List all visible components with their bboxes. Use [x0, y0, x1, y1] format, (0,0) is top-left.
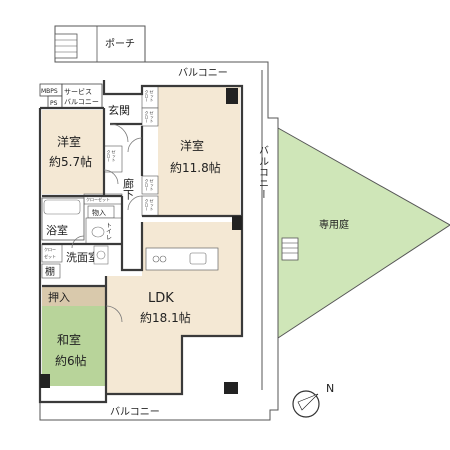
balcony-outline — [39, 61, 279, 421]
ldk-size: 約18.1帖 — [140, 310, 191, 325]
svg-text:ゼット: ゼット — [150, 198, 155, 211]
shelf: 棚 — [41, 263, 61, 279]
entrance-label: 玄関 — [108, 103, 130, 117]
western-room-2-name: 洋室 — [180, 138, 204, 153]
storage-label: 物入 — [92, 208, 106, 217]
ldk: LDK 約18.1帖 — [106, 222, 242, 394]
svg-text:ゼット: ゼット — [112, 149, 117, 162]
columns — [40, 88, 242, 394]
svg-text:ゼット: ゼット — [150, 110, 155, 123]
toilet: トイレ — [85, 217, 123, 245]
western-room-1-size: 約5.7帖 — [49, 154, 92, 169]
hallway: 廊下 — [122, 177, 135, 201]
balcony-top-label: バルコニー — [178, 67, 228, 79]
closets-west-2: クロー ゼット クロー ゼット クロー ゼット クロー ゼット — [141, 85, 159, 217]
closet-strip-label: クローゼット — [86, 196, 110, 202]
balcony-bottom-label: バルコニー — [110, 406, 160, 418]
toilet-label: トイレ — [105, 222, 112, 240]
porch-label: ポーチ — [105, 38, 135, 50]
western-room-1: 洋室 約5.7帖 — [42, 110, 104, 194]
service-balcony-label-1: サービス — [64, 87, 92, 96]
japanese-room: 和室 約6帖 — [42, 306, 106, 386]
western-room-1-name: 洋室 — [57, 134, 81, 149]
svg-text:ゼット: ゼット — [150, 89, 155, 102]
service-area: MBPS PS サービス バルコニー — [39, 83, 103, 109]
svg-text:クロー: クロー — [145, 178, 150, 191]
svg-text:クロー: クロー — [145, 110, 150, 123]
washroom: 洗面室 — [64, 244, 109, 268]
entrance: 玄関 — [104, 94, 142, 124]
service-balcony-label-2: バルコニー — [64, 98, 99, 106]
svg-text:クロー: クロー — [44, 246, 56, 252]
ldk-name: LDK — [148, 291, 174, 306]
oshiire-label: 押入 — [48, 290, 70, 304]
garden-steps — [281, 237, 299, 261]
shelf-label: 棚 — [45, 265, 55, 278]
western-room-2-size: 約11.8帖 — [170, 160, 221, 175]
hallway-label: 廊下 — [122, 177, 135, 201]
svg-text:クロー: クロー — [145, 198, 150, 211]
oshiire: 押入 — [42, 286, 106, 306]
svg-text:ゼット: ゼット — [150, 178, 155, 191]
svg-text:ゼット: ゼット — [44, 253, 56, 259]
western-room-2: 洋室 約11.8帖 — [158, 86, 240, 216]
bath: 浴室 — [41, 197, 85, 241]
svg-text:クロー: クロー — [107, 149, 112, 162]
porch: ポーチ — [54, 25, 146, 63]
compass-north-label: N — [326, 382, 334, 395]
bath-label: 浴室 — [46, 223, 68, 237]
japanese-room-name: 和室 — [57, 332, 81, 347]
svg-text:クロー: クロー — [145, 89, 150, 102]
closet-small: クロー ゼット — [41, 243, 63, 263]
private-garden-area — [277, 127, 450, 339]
private-garden-label: 専用庭 — [319, 218, 349, 231]
walls — [38, 80, 244, 404]
ps-label: PS — [50, 100, 58, 107]
balcony-right-label: バルコニー — [257, 145, 269, 200]
washroom-label: 洗面室 — [66, 250, 99, 264]
japanese-room-size: 約6帖 — [55, 353, 87, 368]
mbps-label: MBPS — [41, 88, 58, 95]
door-swings — [71, 123, 143, 323]
closet-west-1: クロー ゼット — [103, 145, 123, 173]
storage: 物入 — [87, 205, 115, 219]
compass: N — [292, 382, 334, 418]
